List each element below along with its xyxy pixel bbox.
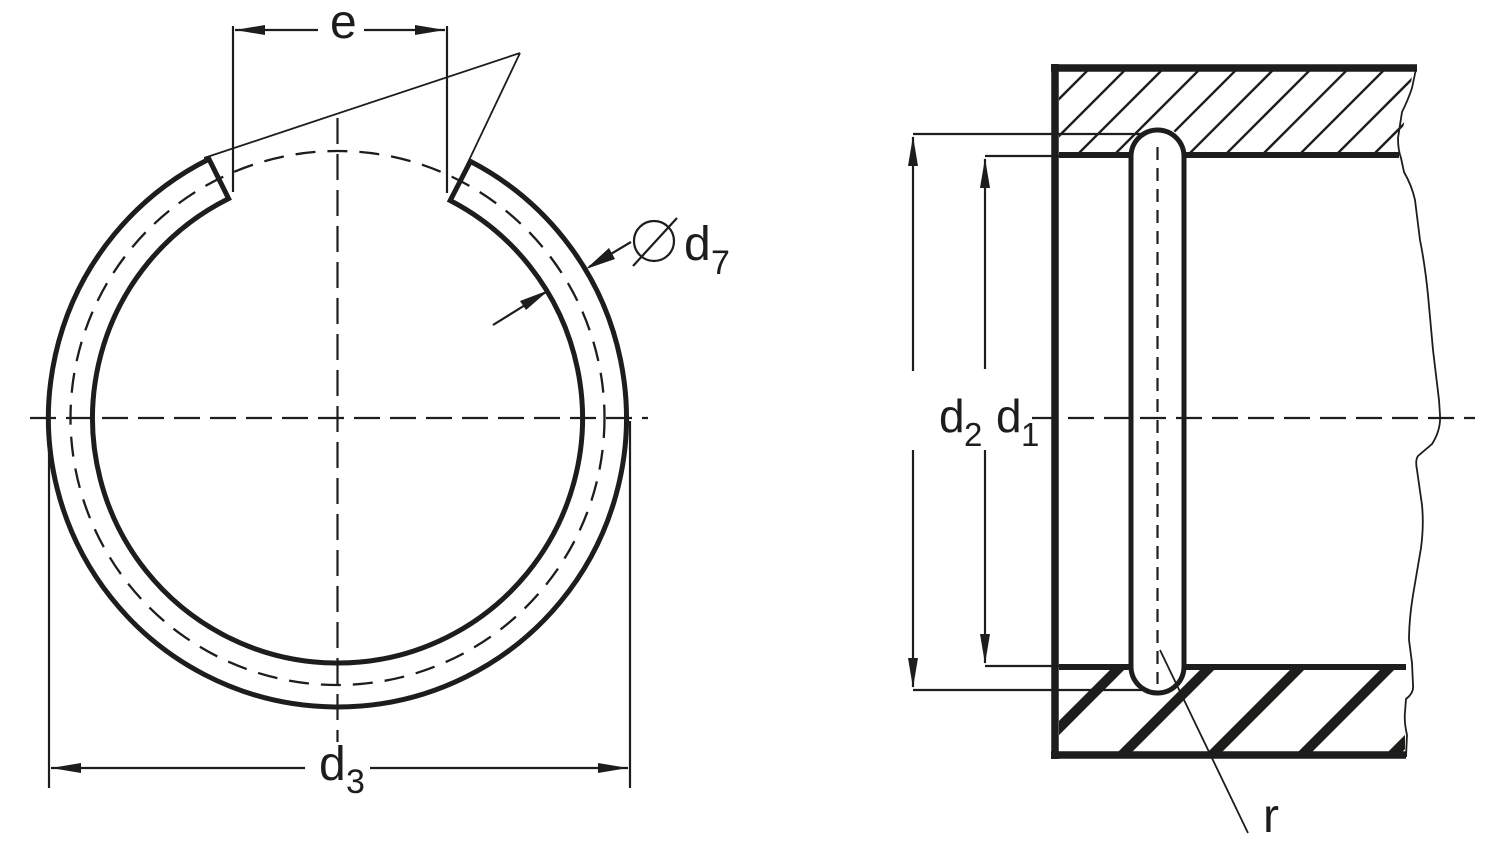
bore-diameter-dimension: d 1: [980, 154, 1133, 668]
diameter-symbol-icon: [632, 217, 678, 267]
arrowhead: [908, 136, 918, 166]
outer-diameter-subscript: 3: [346, 763, 365, 801]
arrowhead: [980, 158, 990, 188]
end-radius-label: r: [1263, 790, 1279, 843]
arrowhead: [598, 763, 628, 773]
outer-diameter-dimension: d 3: [47, 421, 632, 801]
snap-ring-outline: [45, 155, 629, 710]
wire-diameter-callout: d 7: [492, 217, 730, 326]
ring-end-leader-left: [203, 52, 521, 159]
wire-diameter-label: d: [684, 218, 711, 271]
bore-diameter-label: d: [996, 390, 1022, 442]
ring-end-leader-right: [451, 52, 521, 197]
arrowhead: [520, 290, 549, 310]
gap-dimension: e: [231, 0, 449, 193]
groove-diameter-subscript: 2: [964, 416, 982, 453]
outer-diameter-label: d: [319, 738, 346, 791]
arrowhead: [51, 763, 81, 773]
leader-line: [1159, 649, 1249, 834]
arrowhead: [415, 25, 445, 35]
housing-outline: [1051, 64, 1417, 759]
end-radius-callout: r: [1159, 649, 1279, 843]
front-view: e d 3 d 7: [30, 0, 730, 801]
wire-diameter-subscript: 7: [711, 244, 730, 282]
arrowhead: [980, 634, 990, 664]
housing-lower-hatch: [1059, 668, 1405, 754]
groove-diameter-label: d: [939, 390, 965, 442]
arrowhead: [235, 25, 265, 35]
section-view: d 2 d 1 r: [908, 64, 1475, 843]
housing-upper-hatch: [1059, 71, 1413, 152]
arrowhead: [586, 248, 615, 269]
gap-dimension-label: e: [330, 0, 357, 49]
break-line: [1397, 68, 1441, 758]
groove-diameter-dimension: d 2: [908, 132, 1146, 692]
arrowhead: [908, 658, 918, 688]
bore-diameter-subscript: 1: [1021, 416, 1039, 453]
